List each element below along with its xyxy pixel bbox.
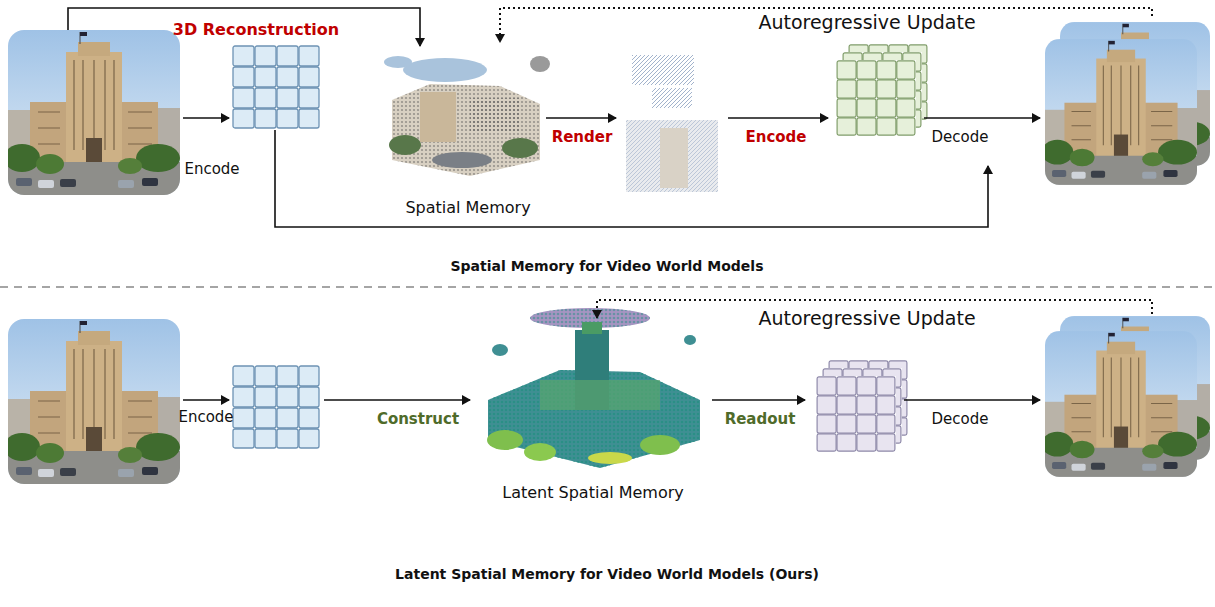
latent-point-cloud xyxy=(487,308,700,468)
latent-grid xyxy=(233,46,319,128)
step-label: Render xyxy=(552,128,613,146)
latent-grid xyxy=(836,60,916,136)
step-label: Construct xyxy=(377,410,459,428)
arrow xyxy=(924,117,1040,119)
update-label: Autoregressive Update xyxy=(758,307,975,330)
bypass-arrow xyxy=(275,130,988,227)
input-photo xyxy=(4,30,180,195)
latent-grid xyxy=(233,366,319,448)
step-label: Encode xyxy=(745,128,806,146)
arrow xyxy=(183,399,229,401)
arrow-label: Encode xyxy=(184,160,239,178)
arrow xyxy=(183,117,229,119)
memory-node: Spatial Memory xyxy=(378,45,558,217)
latent-grid xyxy=(816,376,896,452)
arrow-label: Decode xyxy=(932,128,989,146)
step-label: 3D Reconstruction xyxy=(173,20,339,39)
output-photo xyxy=(1041,39,1197,185)
rendered-view xyxy=(622,50,722,195)
separator xyxy=(0,286,1215,287)
update-arrow xyxy=(500,8,1152,42)
arrow xyxy=(904,399,1040,401)
arrow xyxy=(712,399,805,401)
arrow xyxy=(728,117,828,119)
arrow xyxy=(546,117,616,119)
node-label: Spatial Memory xyxy=(405,198,530,217)
arrow xyxy=(324,399,470,401)
caption: Spatial Memory for Video World Models xyxy=(451,258,764,275)
input-photo xyxy=(4,319,180,484)
arrow-label: Decode xyxy=(932,410,989,428)
arrow-label: Encode xyxy=(178,408,233,426)
output-photo xyxy=(1041,331,1197,477)
point-cloud xyxy=(384,56,550,176)
step-label: Readout xyxy=(725,410,796,428)
memory-node: Latent Spatial Memory xyxy=(468,300,718,502)
node-label: Latent Spatial Memory xyxy=(502,483,684,502)
caption: Latent Spatial Memory for Video World Mo… xyxy=(395,566,819,583)
update-label: Autoregressive Update xyxy=(758,11,975,34)
reconstruction-arrow xyxy=(68,8,420,46)
